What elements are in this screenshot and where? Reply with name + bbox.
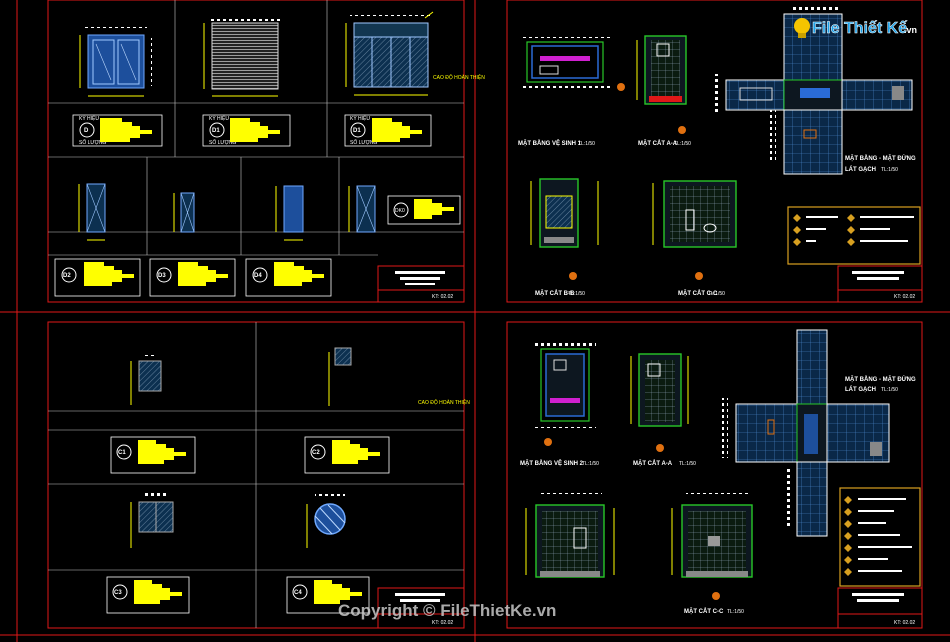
svg-text:MẶT CẮT C-C: MẶT CẮT C-C bbox=[678, 289, 718, 297]
svg-text:MẶT BẰNG - MẶT ĐỨNG: MẶT BẰNG - MẶT ĐỨNG bbox=[845, 375, 916, 383]
svg-text:SỐ LƯỢNG: SỐ LƯỢNG bbox=[79, 139, 107, 146]
svg-text:TL:1/50: TL:1/50 bbox=[568, 291, 585, 297]
door-tag-d3: D3 bbox=[149, 258, 236, 297]
wc1-section-cc: MẶT CẮT C-C TL:1/50 bbox=[652, 180, 737, 297]
svg-text:TL:1/50: TL:1/50 bbox=[679, 461, 696, 467]
svg-text:C1: C1 bbox=[118, 450, 126, 456]
door-d2-elevation bbox=[78, 183, 106, 241]
svg-text:MẶT CẮT A-A: MẶT CẮT A-A bbox=[638, 139, 678, 147]
svg-text:TL:1/50: TL:1/50 bbox=[727, 609, 744, 615]
svg-text:TL:1/50: TL:1/50 bbox=[578, 141, 595, 147]
window-c4-round bbox=[306, 494, 346, 548]
window-c1-elevation bbox=[130, 352, 162, 405]
copyright-watermark: Copyright © FileThietKe.vn bbox=[338, 601, 556, 620]
wc2-section-aa: MẶT CẮT A-A TL:1/50 bbox=[630, 353, 696, 467]
window-tag-c2: C2 bbox=[304, 436, 390, 474]
svg-text:MẶT CẮT C-C: MẶT CẮT C-C bbox=[684, 607, 724, 615]
sheet-2-wc1: MẶT BẰNG VỆ SINH 1 TL:1/50 MẶT CẮT A-A T… bbox=[518, 6, 923, 303]
svg-text:MẶT BẰNG VỆ SINH 2: MẶT BẰNG VỆ SINH 2 bbox=[520, 459, 584, 467]
wc2-plan: MẶT BẰNG VỆ SINH 2 TL:1/50 bbox=[520, 342, 599, 467]
sheet3-title-block: KT: 02.02 bbox=[377, 587, 465, 629]
wc2-section-cc: MẶT CẮT C-C TL:1/50 bbox=[671, 490, 753, 615]
sheet4-title-block: KT: 02.02 bbox=[837, 587, 923, 629]
svg-text:KT: 02.02: KT: 02.02 bbox=[432, 294, 453, 300]
sheet-1-door-schedule: CAO ĐỘ HOÀN THIỆN D KÝ HIỆU SỐ LƯỢNG D1 … bbox=[48, 0, 485, 303]
svg-text:C2: C2 bbox=[312, 450, 320, 456]
svg-text:TL:1/50: TL:1/50 bbox=[582, 461, 599, 467]
door-tag-d4: D4 bbox=[245, 258, 332, 297]
door-tag-d: D KÝ HIỆU SỐ LƯỢNG bbox=[72, 114, 163, 147]
svg-text:MẶT CẮT B-B: MẶT CẮT B-B bbox=[535, 289, 575, 297]
door-dk0-elevation: DK0 bbox=[348, 185, 461, 233]
sheet-3-window-schedule: CAO ĐỘ HOÀN THIỆN C1 C2 bbox=[48, 322, 470, 629]
svg-text:LÁT GẠCH: LÁT GẠCH bbox=[845, 166, 876, 173]
wc2-tile-cross: MẶT BẰNG - MẶT ĐỨNG LÁT GẠCH TL:1/50 bbox=[722, 329, 916, 537]
wc1-section-bb: MẶT CẮT B-B TL:1/50 bbox=[530, 178, 599, 297]
svg-text:KÝ HIỆU: KÝ HIỆU bbox=[79, 114, 99, 122]
svg-text:KT: 02.02: KT: 02.02 bbox=[432, 620, 453, 626]
svg-text:KÝ HIỆU: KÝ HIỆU bbox=[209, 114, 229, 122]
wc2-section-bb bbox=[525, 490, 615, 578]
sheet-4-wc2: MẶT BẰNG VỆ SINH 2 TL:1/50 MẶT CẮT A-A T… bbox=[520, 329, 923, 629]
svg-text:KT: 02.02: KT: 02.02 bbox=[894, 620, 915, 626]
svg-text:D2: D2 bbox=[63, 273, 71, 279]
door-d1-folding-elevation: CAO ĐỘ HOÀN THIỆN bbox=[345, 11, 485, 96]
door-d3-elevation bbox=[173, 192, 195, 233]
window-c3-elevation bbox=[130, 493, 174, 548]
svg-text:DK0: DK0 bbox=[395, 208, 405, 214]
svg-text:D1: D1 bbox=[212, 128, 220, 134]
window-c2-elevation: CAO ĐỘ HOÀN THIỆN bbox=[328, 347, 470, 406]
svg-text:TL:1/50: TL:1/50 bbox=[881, 167, 898, 173]
svg-text:SỐ LƯỢNG: SỐ LƯỢNG bbox=[350, 139, 378, 146]
logo-text: File Thiết Kế bbox=[812, 20, 907, 37]
sheet1-note: CAO ĐỘ HOÀN THIỆN bbox=[433, 73, 485, 81]
svg-text:C3: C3 bbox=[114, 590, 122, 596]
door-d1-roller-elevation bbox=[203, 17, 282, 97]
door-tag-d-code: D bbox=[84, 128, 89, 134]
wc1-legend bbox=[787, 206, 921, 265]
sheet2-title-block: KT: 02.02 bbox=[837, 265, 923, 303]
svg-text:SỐ LƯỢNG: SỐ LƯỢNG bbox=[209, 139, 237, 146]
svg-text:TL:1/50: TL:1/50 bbox=[708, 291, 725, 297]
svg-text:MẶT CẮT A-A: MẶT CẮT A-A bbox=[633, 459, 673, 467]
wc2-legend bbox=[839, 487, 921, 587]
svg-text:TL:1/50: TL:1/50 bbox=[674, 141, 691, 147]
door-d4-elevation bbox=[275, 185, 304, 241]
door-tag-d2: D2 bbox=[54, 258, 141, 297]
svg-text:MẶT BẰNG - MẶT ĐỨNG: MẶT BẰNG - MẶT ĐỨNG bbox=[845, 154, 916, 162]
logo-suffix: .vn bbox=[904, 25, 917, 35]
logo-watermark: File Thiết Kế .vn bbox=[794, 18, 917, 38]
svg-text:D3: D3 bbox=[158, 273, 166, 279]
svg-text:C4: C4 bbox=[294, 590, 302, 596]
svg-text:D4: D4 bbox=[254, 273, 262, 279]
wc1-plan: MẶT BẰNG VỆ SINH 1 TL:1/50 bbox=[518, 34, 625, 147]
window-tag-c3: C3 bbox=[106, 576, 190, 614]
door-tag-d1-b: D1 KÝ HIỆU SỐ LƯỢNG bbox=[344, 114, 432, 147]
door-d-elevation bbox=[79, 27, 152, 97]
svg-text:MẶT BẰNG VỆ SINH 1: MẶT BẰNG VỆ SINH 1 bbox=[518, 139, 582, 147]
window-tag-c4: C4 bbox=[286, 576, 370, 614]
lightbulb-icon bbox=[794, 18, 810, 38]
wc1-section-aa: MẶT CẮT A-A TL:1/50 bbox=[636, 35, 691, 147]
wc1-tile-cross: MẶT BẰNG - MẶT ĐỨNG LÁT GẠCH TL:1/50 bbox=[712, 6, 916, 175]
svg-text:TL:1/50: TL:1/50 bbox=[881, 387, 898, 393]
svg-text:LÁT GẠCH: LÁT GẠCH bbox=[845, 386, 876, 393]
sheet1-title-block: KT: 02.02 bbox=[377, 265, 465, 303]
svg-text:D1: D1 bbox=[353, 128, 361, 134]
window-tag-c1: C1 bbox=[110, 436, 196, 474]
svg-text:KT: 02.02: KT: 02.02 bbox=[894, 294, 915, 300]
svg-text:KÝ HIỆU: KÝ HIỆU bbox=[350, 114, 370, 122]
svg-text:CAO ĐỘ HOÀN THIỆN: CAO ĐỘ HOÀN THIỆN bbox=[418, 398, 470, 406]
door-tag-d1-a: D1 KÝ HIỆU SỐ LƯỢNG bbox=[202, 114, 291, 147]
